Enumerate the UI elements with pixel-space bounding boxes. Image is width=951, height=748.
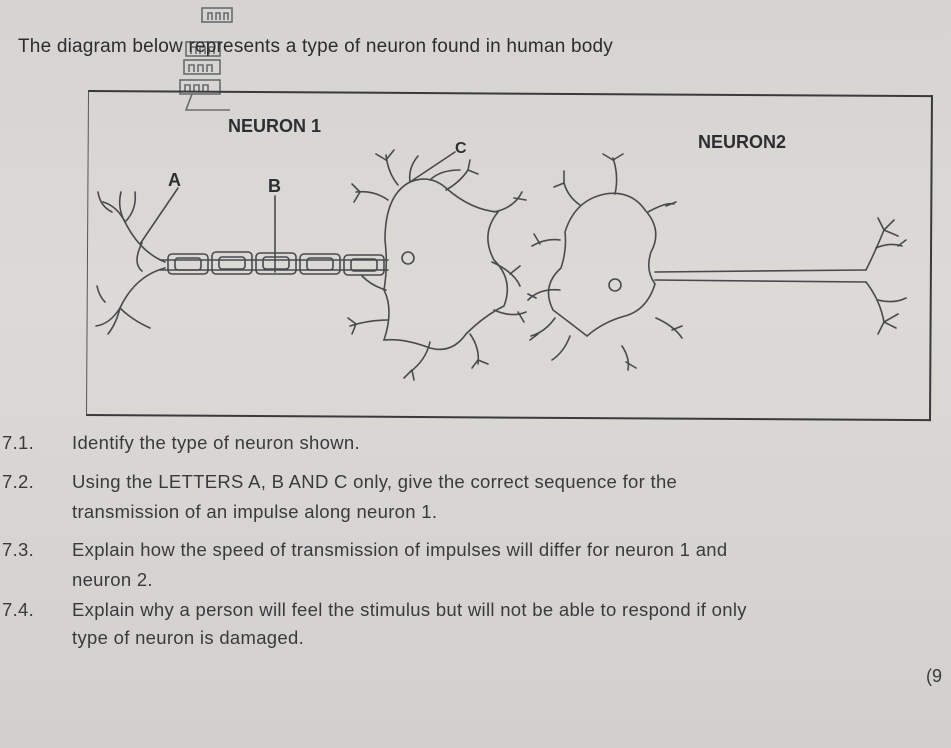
question-text-line: Identify the type of neuron shown. <box>72 432 360 453</box>
question-number: 7.3. <box>2 539 35 560</box>
question-text-line: type of neuron is damaged. <box>72 627 305 648</box>
question-text-line: Explain why a person will feel the stimu… <box>72 599 747 620</box>
question-number: 7.2. <box>2 471 35 492</box>
letter-b-label: B <box>268 176 281 196</box>
question-number: 7.1. <box>2 432 35 453</box>
letter-a-label: A <box>168 170 181 190</box>
letter-c-label: C <box>455 140 467 157</box>
question-text-line: neuron 2. <box>72 569 153 590</box>
marks-indicator: (9 <box>926 666 943 686</box>
question-number: 7.4. <box>2 599 35 620</box>
question-text-line: transmission of an impulse along neuron … <box>72 501 438 522</box>
neuron2-label: NEURON2 <box>698 132 787 152</box>
question-text-line: Explain how the speed of transmission of… <box>72 539 728 560</box>
intro-text: The diagram below represents a type of n… <box>18 36 613 57</box>
neuron1-label: NEURON 1 <box>228 116 322 136</box>
question-text-line: Using the LETTERS A, B AND C only, give … <box>72 471 678 492</box>
overlay-stamp-graphic <box>179 7 233 111</box>
